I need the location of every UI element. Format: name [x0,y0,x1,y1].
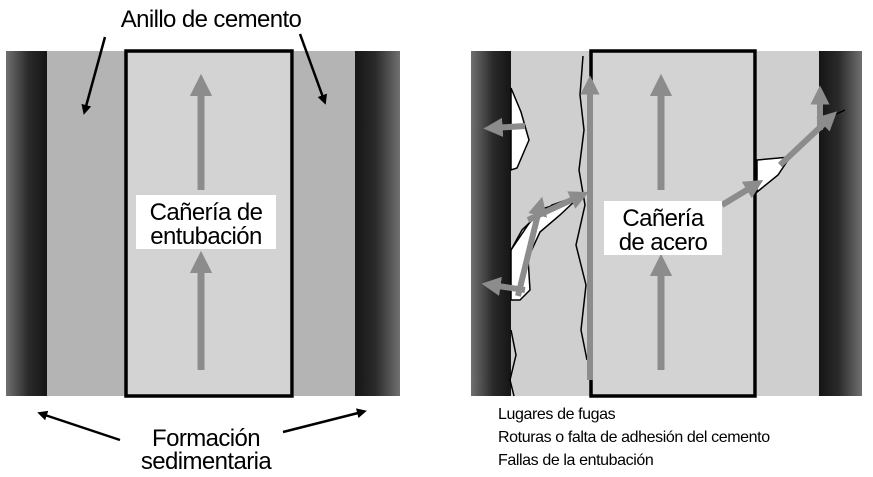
casing-label-line1: Cañería [622,205,704,232]
pointer-arrow-icon [282,408,367,434]
leak-arrow-icon [720,180,764,208]
fracture-line [509,329,517,397]
legend-item: Lugares de fugas [498,406,616,423]
pointer-arrow-icon [37,410,121,442]
formation-right [355,51,400,396]
leak-arrow-icon [526,191,589,223]
casing-label-bg [136,195,276,249]
pointer-arrow-icon [81,36,107,115]
pointer-arrow-icon [298,33,327,105]
casing-label-line2: entubación [150,223,261,250]
casing-label-bg [604,201,722,255]
formation-left [471,51,511,396]
cement-right [294,51,355,396]
formation-right [819,51,862,396]
leak-arrow-icon [483,117,526,137]
leak-arrow-icon [515,196,548,297]
cement-ring-label: Anillo de cemento [121,6,302,33]
right-panel: Cañería de acero Lugares de fugas Rotura… [471,49,862,469]
formation-label-line2: sedimentaria [141,448,272,475]
legend-item: Roturas o falta de adhesión del cemento [498,429,770,446]
casing-label-line2: de acero [619,229,708,256]
left-panel: Cañería de entubación Anillo de cemento … [6,6,400,475]
casing-label-line1: Cañería de [150,199,263,226]
legend-item: Fallas de la entubación [498,452,653,469]
formation-label-line1: Formación [152,425,260,452]
formation-left [6,51,47,396]
cement-right [757,51,819,396]
